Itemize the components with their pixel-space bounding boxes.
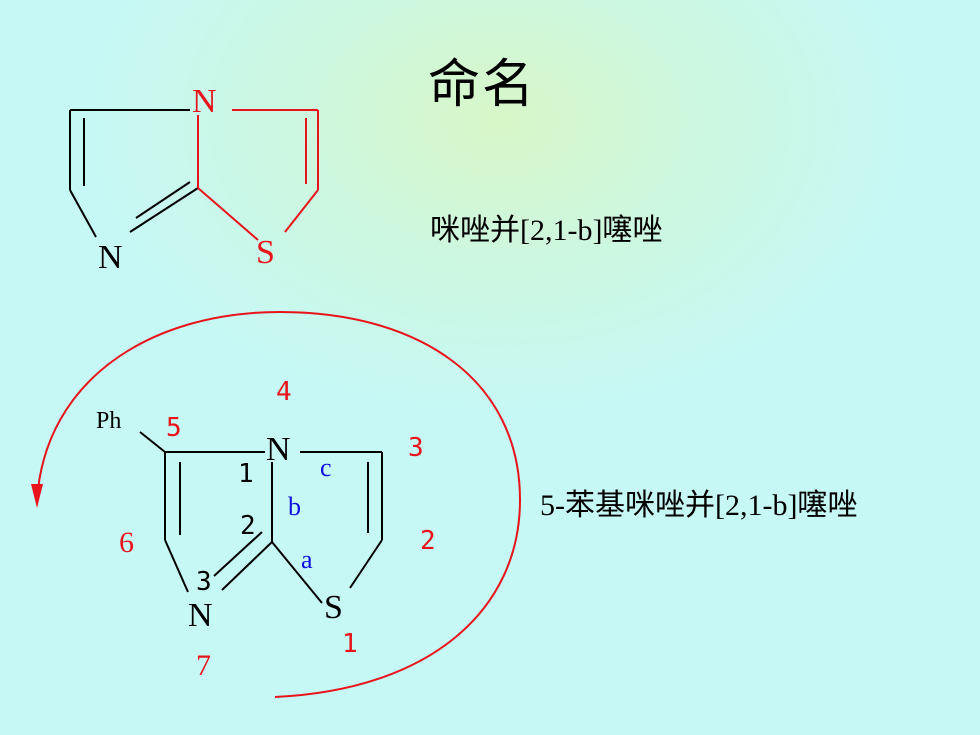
ring-number-1: 1 bbox=[342, 629, 358, 659]
c1-bond-cn-double bbox=[135, 181, 191, 219]
c1-bond-lower-left bbox=[69, 189, 97, 238]
c1-bond-cn bbox=[129, 187, 199, 233]
c1-bond-fused-s bbox=[197, 187, 259, 241]
arrow-head bbox=[31, 484, 43, 508]
ring-number-2: 2 bbox=[420, 526, 436, 556]
c2-atom-n-bridge: N bbox=[266, 431, 291, 468]
c1-bond-cs bbox=[284, 189, 319, 233]
bond-label-a: a bbox=[301, 545, 313, 574]
c2-substituent-ph: Ph bbox=[96, 408, 121, 434]
c1-atom-n-top: N bbox=[192, 83, 217, 120]
label-n1: 1 bbox=[238, 459, 254, 489]
c1-atom-n-bottom: N bbox=[98, 239, 123, 276]
c2-bond-cs bbox=[349, 539, 383, 589]
label-n3: 3 bbox=[196, 567, 212, 597]
c2-atom-n-bottom: N bbox=[188, 597, 213, 634]
c1-atom-s: S bbox=[256, 234, 275, 271]
compound1-structure bbox=[69, 109, 319, 241]
c2-atom-s: S bbox=[324, 589, 343, 626]
label-n2: 2 bbox=[240, 511, 256, 541]
ring-number-5: 5 bbox=[166, 413, 182, 443]
c2-bond-cn-double bbox=[213, 531, 263, 577]
c2-bond-cn bbox=[221, 541, 273, 591]
page-title: 命名 bbox=[428, 55, 537, 115]
compound2-structure bbox=[139, 431, 383, 604]
bond-label-b: b bbox=[288, 492, 301, 521]
bond-label-c: c bbox=[320, 453, 332, 482]
c2-bond-ph bbox=[139, 431, 166, 453]
c2-bond-lower-left bbox=[164, 539, 189, 593]
ring-number-7: 7 bbox=[196, 649, 211, 682]
ring-number-6: 6 bbox=[119, 526, 134, 559]
ring-number-4: 4 bbox=[276, 377, 292, 407]
c2-bond-fused-s bbox=[271, 541, 323, 604]
numbering-arrow bbox=[36, 310, 522, 698]
ring-number-3: 3 bbox=[408, 433, 424, 463]
compound1-name: 咪唑并[2,1-b]噻唑 bbox=[430, 214, 663, 247]
compound2-name: 5-苯基咪唑并[2,1-b]噻唑 bbox=[540, 489, 858, 522]
